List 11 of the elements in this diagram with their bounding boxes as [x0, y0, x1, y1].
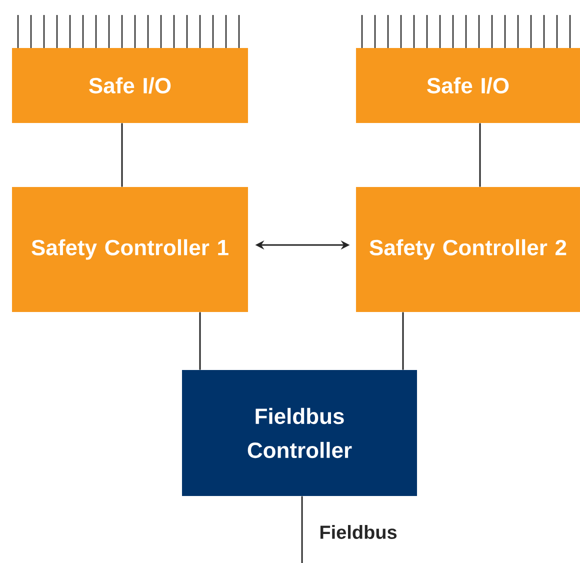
connector-line: [301, 496, 303, 563]
controller-box: Fieldbus Controller: [182, 370, 417, 496]
controller-box: Safety Controller 2: [356, 187, 580, 312]
connector-line: [199, 312, 201, 370]
connector-line: [479, 123, 481, 187]
connector-line: [402, 312, 404, 370]
connector-line: [121, 123, 123, 187]
edge-label: Fieldbus: [318, 524, 398, 540]
io-module-box: Safe I/O: [12, 48, 248, 123]
controller-box: Safety Controller 1: [12, 187, 248, 312]
io-module-box: Safe I/O: [356, 48, 580, 123]
